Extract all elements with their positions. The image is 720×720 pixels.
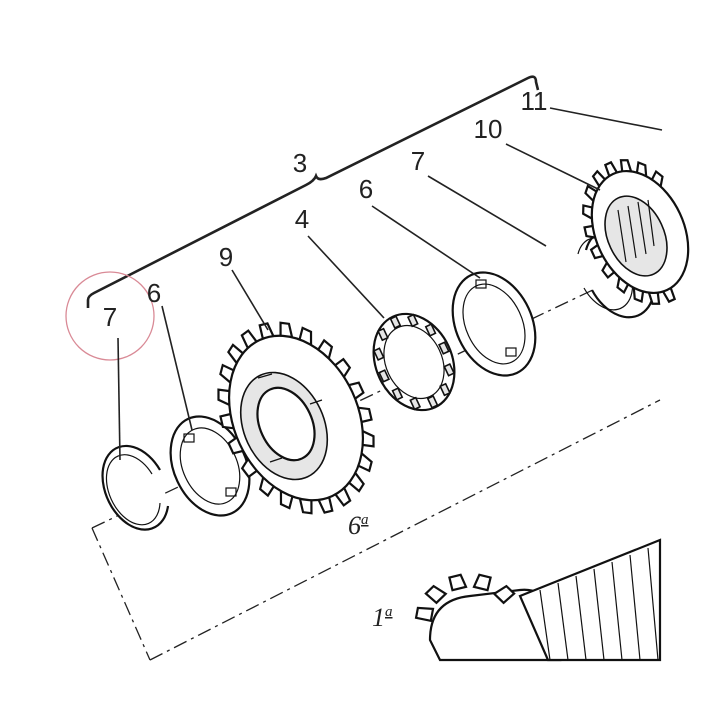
callout-3: 3 (293, 148, 307, 178)
shaft-axis-line (91, 257, 661, 529)
splined-gear-part-10 (582, 159, 690, 305)
needle-bearing-part-4 (372, 312, 456, 412)
thrust-washer-left (169, 415, 251, 517)
gear-label-sixth: 6a (348, 511, 369, 540)
highlight-circle (65, 271, 155, 361)
callout-11: 11 (521, 86, 548, 116)
gear-label-first: 1a (372, 603, 393, 632)
lower-axis-line (91, 527, 151, 661)
thrust-washer-right (451, 271, 537, 377)
callout-6-right: 6 (359, 174, 373, 204)
leader-lines (117, 107, 663, 461)
snap-ring-left (101, 444, 170, 531)
first-gear-shaft (414, 538, 662, 662)
gear-part-9 (217, 321, 375, 515)
callout-6-left: 6 (147, 278, 161, 308)
assembly-bracket (86, 75, 540, 308)
callout-9: 9 (219, 242, 233, 272)
callout-4: 4 (295, 204, 309, 234)
callout-7-left: 7 (103, 302, 117, 332)
callout-7-right: 7 (411, 146, 425, 176)
callout-10: 10 (474, 114, 503, 144)
